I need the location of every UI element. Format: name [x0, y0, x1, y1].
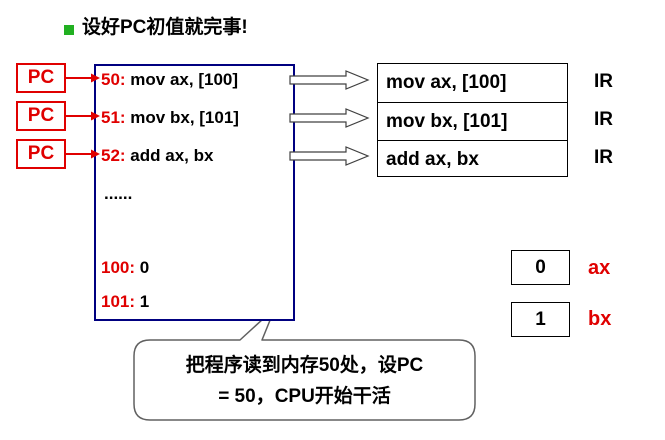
- memory-address: 101:: [101, 292, 136, 311]
- ir-label: IR: [594, 109, 613, 130]
- memory-value: 0: [135, 258, 150, 277]
- memory-address: 50:: [101, 70, 126, 89]
- pc-register-box: PC: [16, 139, 66, 169]
- memory-block: [94, 64, 295, 321]
- callout-line: 把程序读到内存50处，设PC: [185, 355, 424, 376]
- memory-instruction: add ax, bx: [125, 146, 214, 165]
- ir-label: IR: [594, 147, 613, 168]
- memory-line-51: 51: mov bx, [101]: [101, 107, 239, 129]
- ir-row: mov bx, [101]: [378, 102, 567, 140]
- memory-line-52: 52: add ax, bx: [101, 145, 213, 167]
- memory-line-50: 50: mov ax, [100]: [101, 69, 238, 91]
- register-ax-value: 0: [511, 250, 570, 285]
- ir-label: IR: [594, 71, 613, 92]
- ir-row: add ax, bx: [378, 140, 567, 178]
- memory-address: 100:: [101, 258, 136, 277]
- memory-line-101: 101: 1: [101, 291, 149, 313]
- memory-instruction: mov ax, [100]: [125, 70, 239, 89]
- bullet-square-icon: [64, 25, 74, 35]
- memory-ellipsis: ......: [104, 184, 133, 203]
- register-bx-label: bx: [588, 308, 612, 330]
- callout-text: 把程序读到内存50处，设PC = 50，CPU开始干活: [134, 350, 475, 412]
- memory-address: 51:: [101, 108, 126, 127]
- memory-address: 52:: [101, 146, 126, 165]
- pc-register-box: PC: [16, 63, 66, 93]
- register-ax-label: ax: [588, 257, 611, 279]
- memory-instruction: mov bx, [101]: [125, 108, 239, 127]
- ir-column: mov ax, [100] mov bx, [101] add ax, bx: [377, 63, 568, 177]
- memory-value: 1: [135, 292, 150, 311]
- page-title: 设好PC初值就完事!: [82, 17, 248, 38]
- memory-line-100: 100: 0: [101, 257, 149, 279]
- callout-line: = 50，CPU开始干活: [218, 386, 391, 407]
- register-bx-value: 1: [511, 302, 570, 337]
- ir-row: mov ax, [100]: [386, 72, 507, 93]
